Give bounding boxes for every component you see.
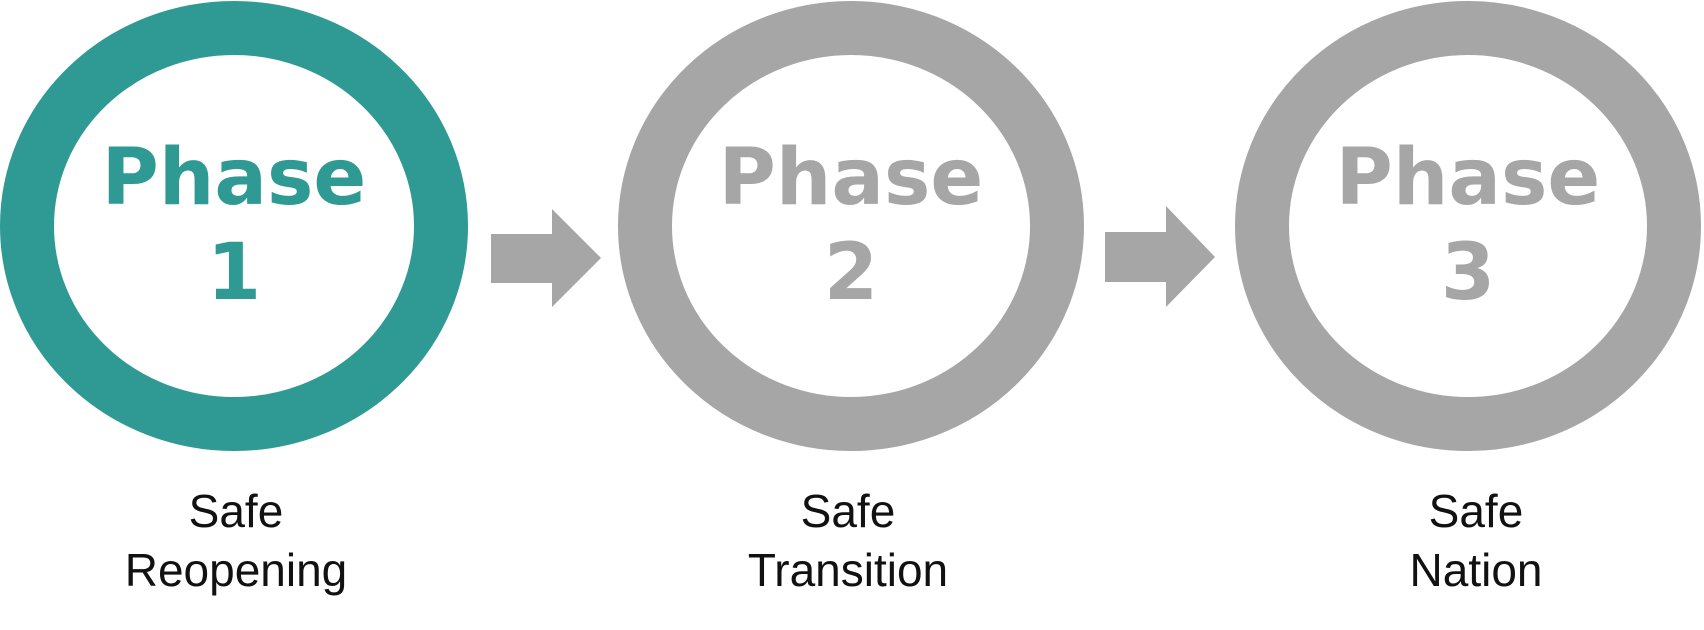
- phase-3-title: Phase: [1336, 133, 1601, 223]
- phase-1-title: Phase: [102, 133, 367, 223]
- phase-1-number: 1: [207, 228, 261, 318]
- phase-3-number: 3: [1441, 228, 1495, 318]
- phase-1-ring: [0, 1, 468, 451]
- phase-2-number: 2: [824, 228, 878, 318]
- phase-3-ring: [1235, 1, 1701, 451]
- phase-2-caption-line2: Transition: [748, 544, 948, 596]
- phase-1-caption-line1: Safe: [189, 485, 284, 537]
- arrow-right-icon-1: [491, 209, 601, 307]
- phase-3-group: Phase 3 Safe Nation: [1235, 1, 1701, 596]
- phase-1-group: Phase 1 Safe Reopening: [0, 1, 468, 596]
- phase-2-title: Phase: [719, 133, 984, 223]
- phase-2-ring: [618, 1, 1084, 451]
- phase-3-caption-line1: Safe: [1429, 485, 1524, 537]
- phase-1-caption-line2: Reopening: [125, 544, 348, 596]
- phase-2-group: Phase 2 Safe Transition: [618, 1, 1084, 596]
- arrow-right-icon-2: [1105, 206, 1215, 307]
- phase-2-caption-line1: Safe: [801, 485, 896, 537]
- phase-3-caption-line2: Nation: [1410, 544, 1543, 596]
